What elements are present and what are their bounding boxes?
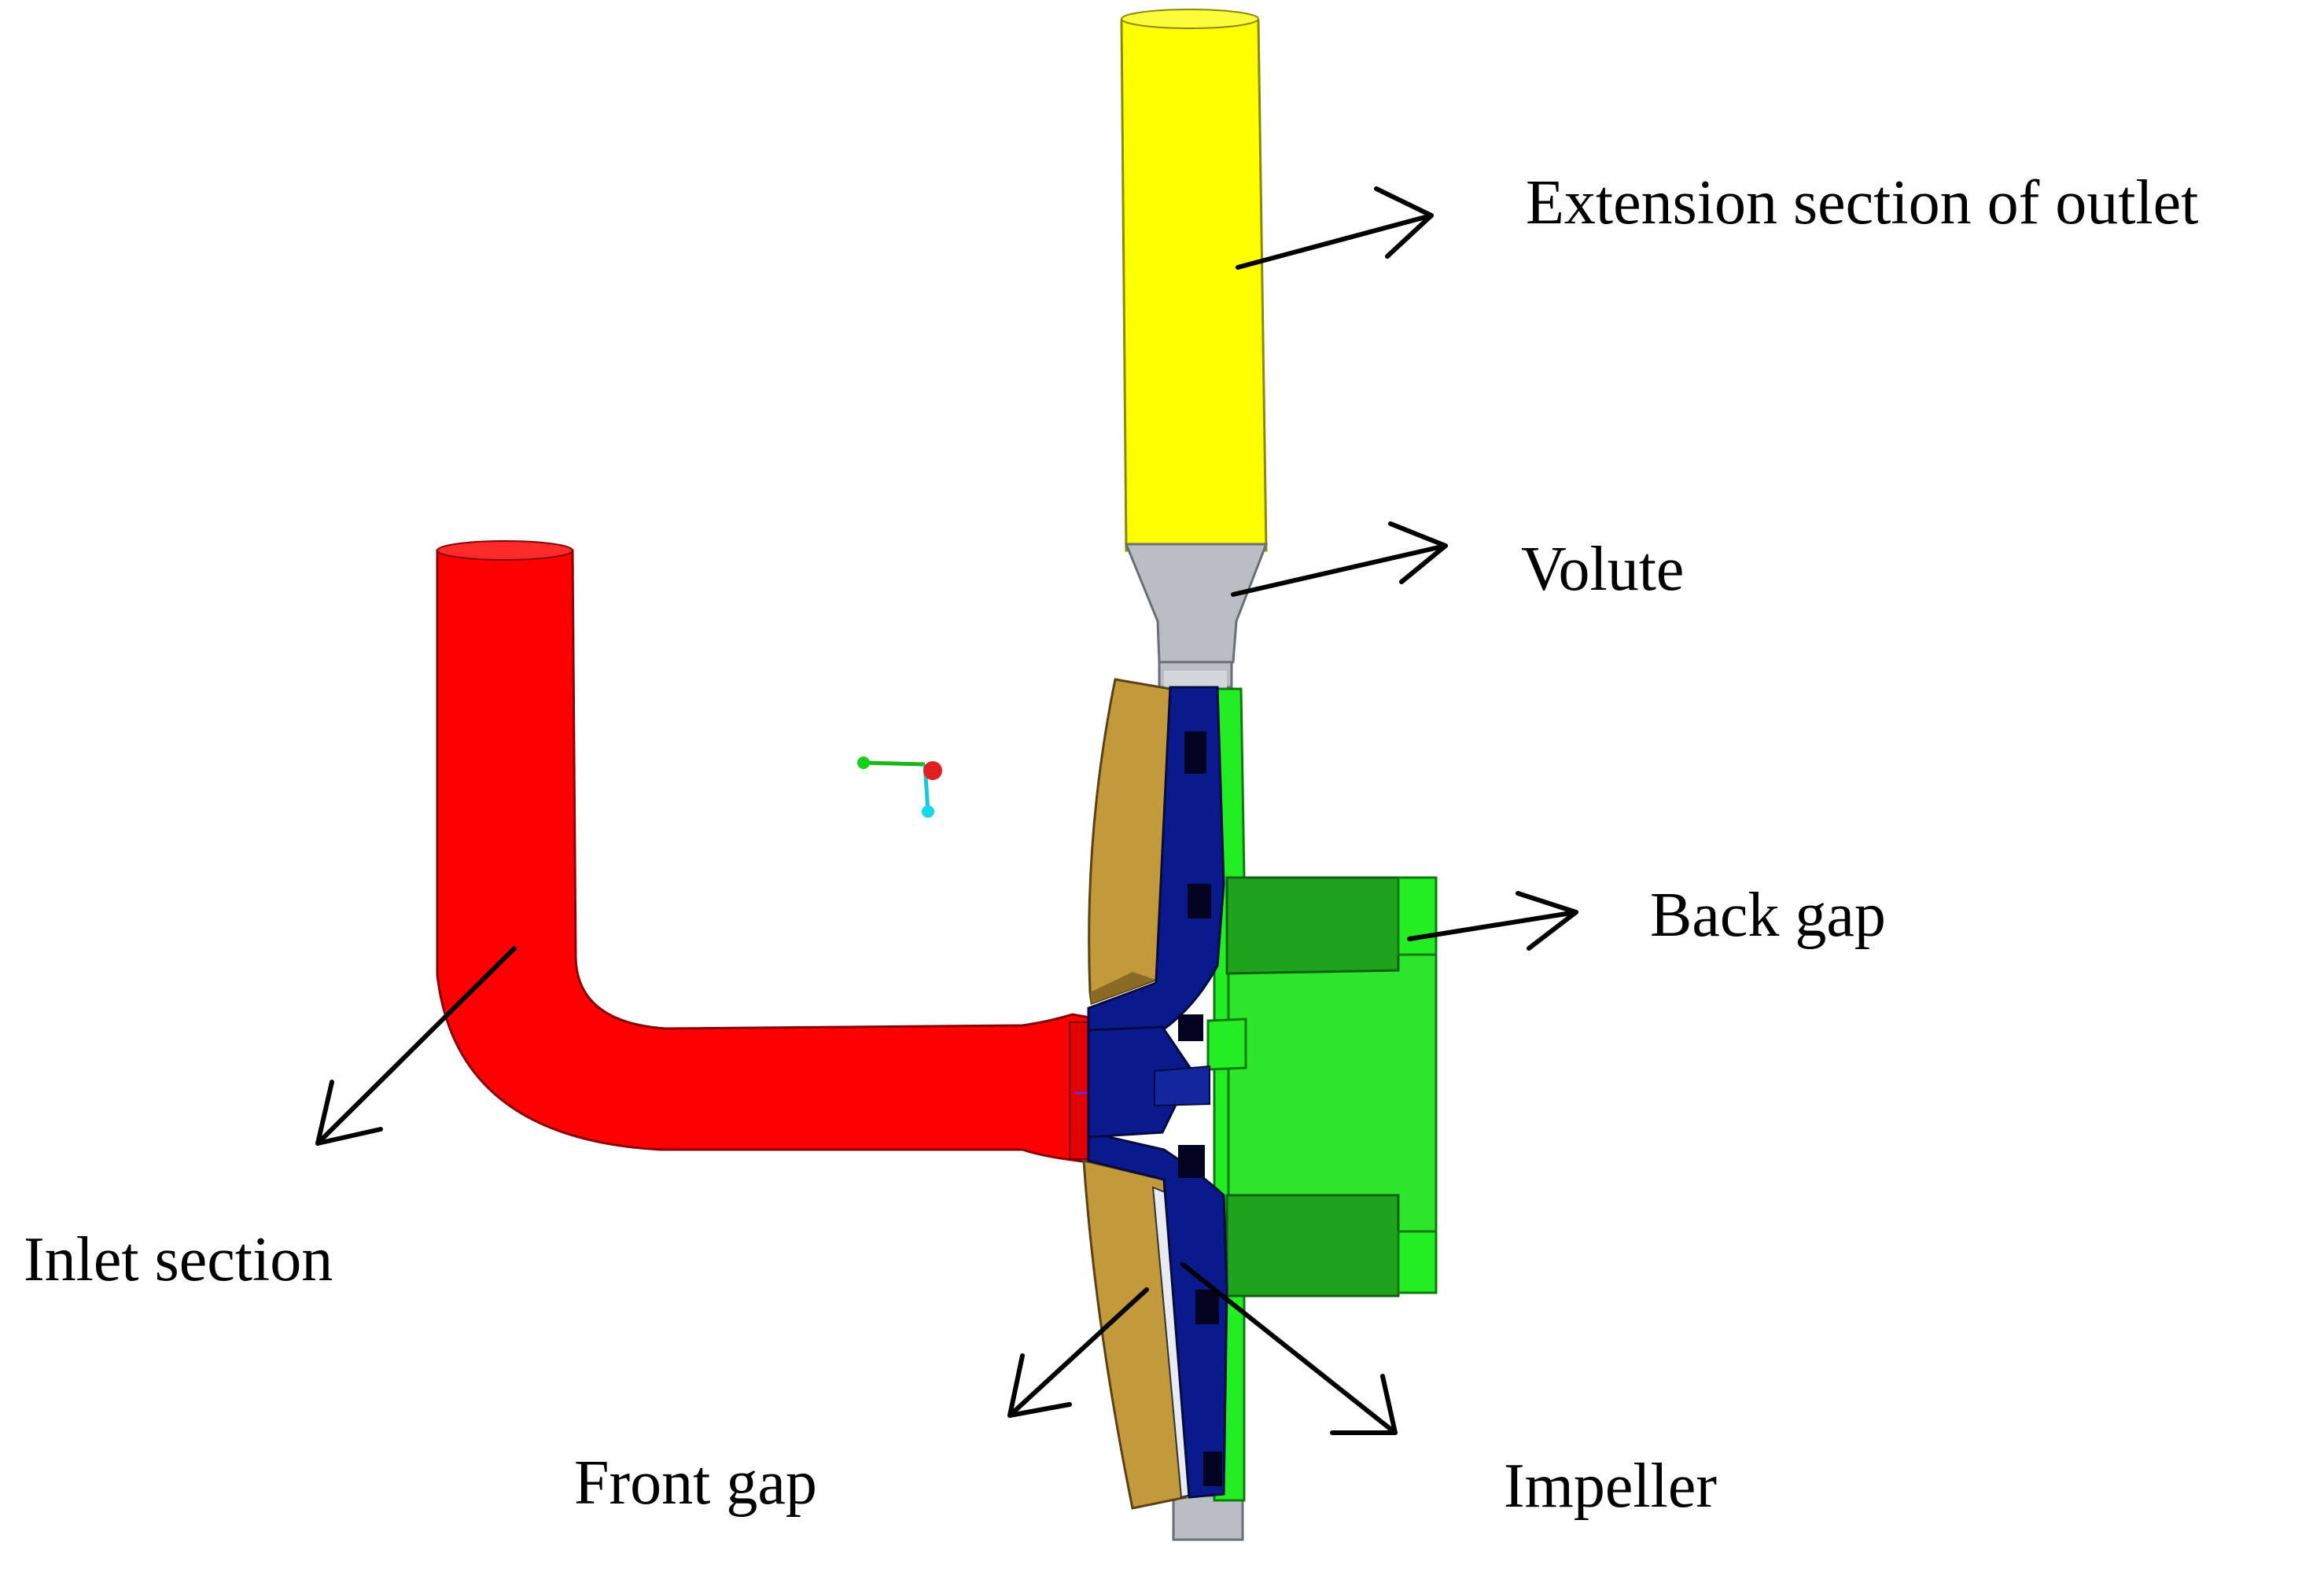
arrow-back-gap <box>1407 891 1578 951</box>
label-outlet-extension: Extension section of outlet <box>1526 168 2198 237</box>
outlet-extension-part <box>1120 9 1268 552</box>
arrow-impeller <box>1180 1262 1398 1435</box>
inlet-section-part <box>436 540 1095 1164</box>
impeller-part <box>1087 686 1228 1499</box>
back-gap-part <box>1206 687 1438 1502</box>
label-volute: Volute <box>1521 535 1684 604</box>
arrow-inlet-section <box>315 946 517 1146</box>
arrow-outlet-extension <box>1236 186 1434 270</box>
axis-triad <box>857 756 942 818</box>
arrow-volute <box>1231 521 1448 597</box>
label-front-gap: Front gap <box>574 1448 817 1518</box>
label-impeller: Impeller <box>1504 1452 1717 1521</box>
arrow-front-gap <box>1007 1287 1149 1418</box>
label-back-gap: Back gap <box>1650 881 1886 950</box>
label-inlet-section: Inlet section <box>24 1225 333 1294</box>
